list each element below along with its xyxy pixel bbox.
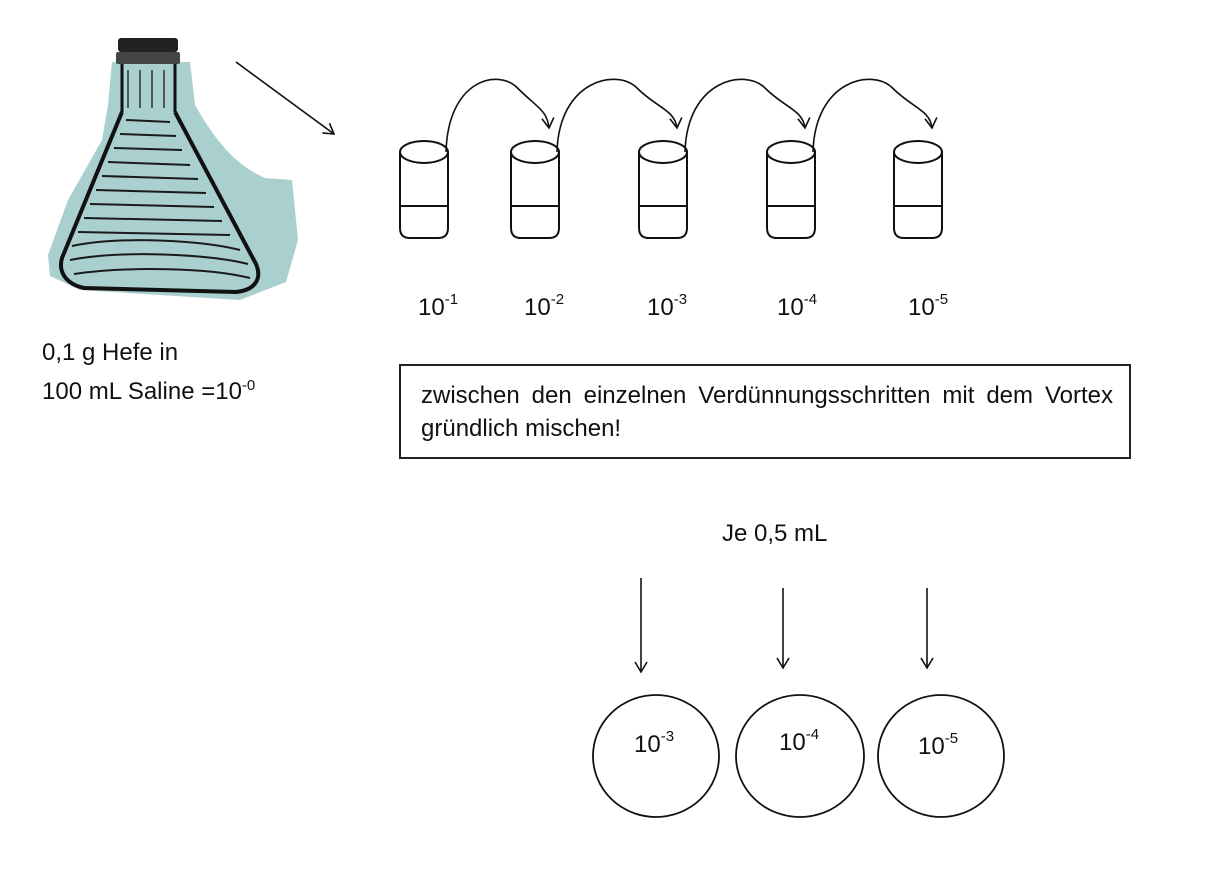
test-tubes: [399, 140, 943, 239]
tube-body: [638, 152, 688, 239]
instruction-box: zwischen den einzelnen Verdünnungsschrit…: [399, 364, 1131, 459]
flask-to-tube-arrow: [235, 61, 336, 135]
transfer-volume-label: Je 0,5 mL: [722, 520, 828, 547]
tube-rim: [766, 140, 816, 164]
agar-plate-1: [592, 694, 720, 818]
tube-body: [399, 152, 449, 239]
dilution-arrows: [445, 78, 938, 153]
agar-plates: [592, 694, 1005, 818]
agar-plate-2: [735, 694, 865, 818]
agar-plate-3: [877, 694, 1005, 818]
test-tube-2: [510, 140, 560, 239]
erlenmeyer-flask-icon: [48, 38, 298, 300]
tube-label-5: 10-5: [908, 291, 949, 321]
test-tube-1: [399, 140, 449, 239]
tube-label-4: 10-4: [777, 291, 818, 321]
tube-label-2: 10-2: [524, 291, 565, 321]
tube-label-3: 10-3: [647, 291, 688, 321]
test-tube-3: [638, 140, 688, 239]
tube-body: [510, 152, 560, 239]
test-tube-5: [893, 140, 943, 239]
plating-arrows: [634, 578, 934, 674]
dilution-arrow-2: [556, 78, 683, 153]
dilution-arrow-1: [445, 78, 555, 153]
flask-caption-line1: 0,1 g Hefe in: [42, 339, 179, 366]
dilution-arrow-3: [684, 78, 811, 153]
tube-body: [893, 152, 943, 239]
tube-rim: [893, 140, 943, 164]
plate-label-2: 10-4: [779, 726, 820, 756]
plate-label-1: 10-3: [634, 728, 675, 758]
plate-label-3: 10-5: [918, 730, 959, 760]
dilution-arrow-4: [812, 78, 938, 153]
test-tube-4: [766, 140, 816, 239]
tube-rim: [638, 140, 688, 164]
tube-rim: [399, 140, 449, 164]
tube-rim: [510, 140, 560, 164]
tube-label-1: 10-1: [418, 291, 459, 321]
flask-caption-line2: 100 mL Saline =10-0: [42, 377, 256, 405]
tube-body: [766, 152, 816, 239]
flask-caption: 0,1 g Hefe in 100 mL Saline =10-0: [42, 336, 255, 408]
instruction-text: zwischen den einzelnen Verdünnungsschrit…: [421, 382, 1113, 442]
